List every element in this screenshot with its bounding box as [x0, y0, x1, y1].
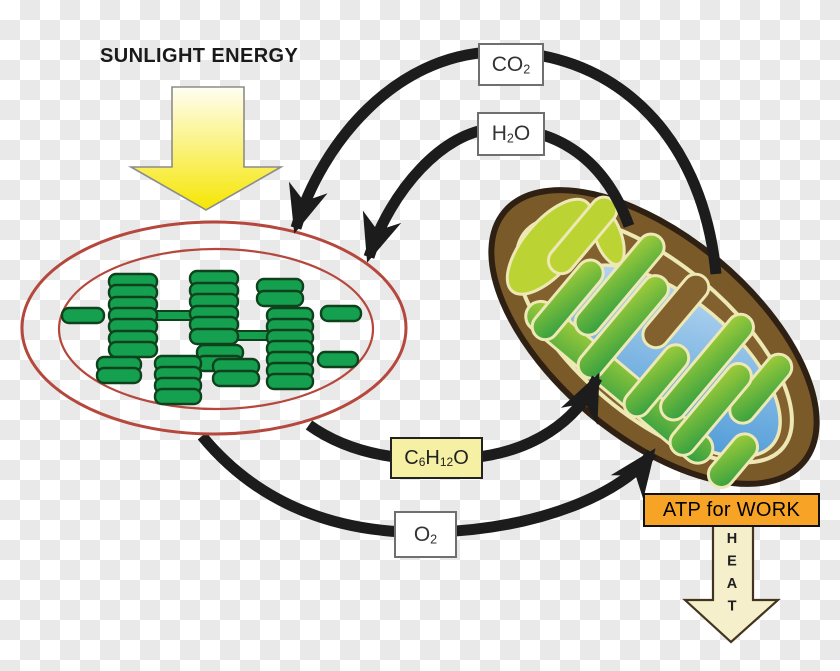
h2o-label: H	[491, 122, 507, 145]
cristae-base-band	[524, 299, 715, 465]
atp-for-work-box: ATP for WORK	[643, 493, 820, 527]
chloroplast-inner-membrane	[57, 247, 375, 411]
mitochondrion	[488, 187, 820, 489]
h2o-subscript: 2	[506, 131, 514, 146]
crista	[668, 361, 753, 457]
heat-arrow	[682, 522, 781, 644]
chloroplast-outer-membrane	[20, 220, 408, 436]
co2-label: CO	[491, 52, 524, 76]
granum-stack	[95, 355, 143, 385]
crista	[573, 232, 666, 337]
glucose-c-subscript: 6	[418, 455, 426, 470]
granum-stack	[153, 354, 203, 406]
sunlight-energy-label: SUNLIGHT ENERGY	[100, 45, 299, 67]
sunlight-arrow	[127, 86, 285, 211]
chloroplast	[20, 220, 408, 436]
granum-stack	[211, 357, 261, 388]
heat-label: HEAT	[724, 530, 740, 622]
granum-stack	[60, 306, 106, 325]
glucose-c: C	[404, 446, 419, 469]
granum-stack	[319, 304, 363, 323]
crista	[530, 258, 605, 342]
atp-label: ATP for WORK	[662, 498, 801, 521]
granum-stack	[316, 350, 360, 369]
o2-label: O	[413, 522, 431, 546]
granum-stack	[255, 277, 305, 308]
glucose-h: H	[425, 446, 440, 469]
h2o-label-o: O	[513, 122, 531, 145]
glucose-h-subscript: 12	[439, 455, 454, 470]
crista	[641, 272, 711, 350]
granum-stack	[188, 269, 240, 346]
granum-stack	[265, 306, 315, 391]
crista	[706, 432, 760, 489]
granum-stack	[107, 272, 159, 359]
crista	[659, 312, 755, 422]
crista	[622, 343, 691, 419]
co2-subscript: 2	[523, 61, 531, 76]
o2-subscript: 2	[430, 531, 438, 546]
glucose-o: O	[453, 446, 469, 469]
